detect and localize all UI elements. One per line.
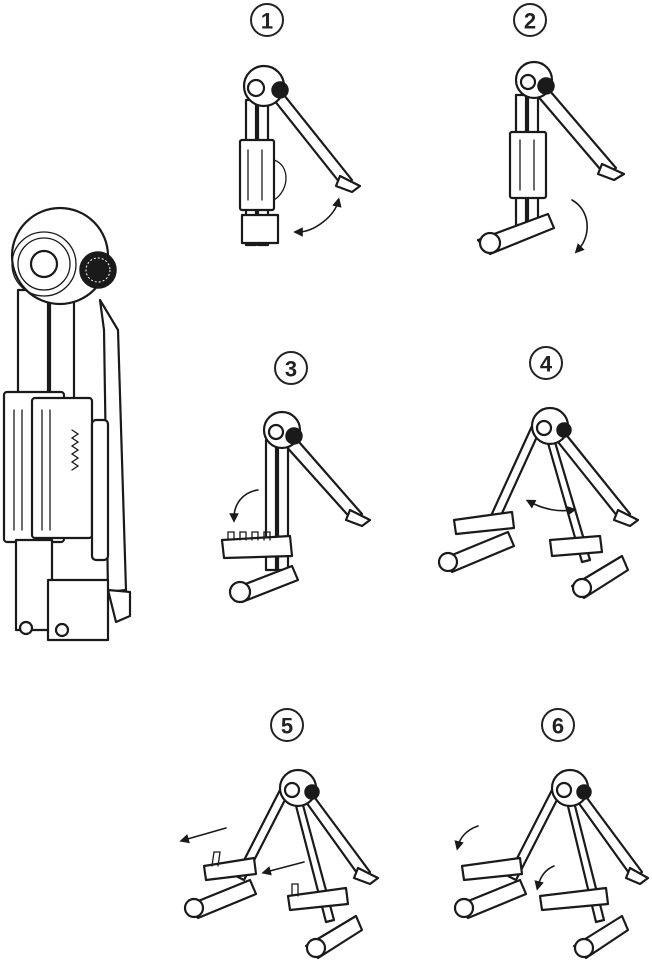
step-3-badge: 3 bbox=[274, 351, 308, 385]
folded-stand-large bbox=[2, 206, 132, 642]
step-2-number: 2 bbox=[524, 9, 536, 34]
step-4-badge: 4 bbox=[529, 346, 563, 380]
step-2-badge: 2 bbox=[513, 3, 547, 37]
step-1-badge: 1 bbox=[250, 3, 284, 37]
step-4-number: 4 bbox=[540, 352, 553, 377]
step-3-illustration bbox=[220, 410, 372, 604]
step-5-number: 5 bbox=[281, 714, 293, 739]
step-6-illustration bbox=[453, 768, 650, 960]
step-5-badge: 5 bbox=[270, 708, 304, 742]
step-6-number: 6 bbox=[552, 714, 564, 739]
step-4-illustration bbox=[437, 406, 640, 600]
step-3-number: 3 bbox=[285, 357, 297, 382]
step-2-illustration bbox=[476, 60, 626, 256]
step-1-illustration bbox=[238, 64, 362, 247]
step-6-badge: 6 bbox=[541, 708, 575, 742]
step-5-illustration bbox=[179, 768, 380, 960]
step-1-number: 1 bbox=[261, 9, 273, 34]
